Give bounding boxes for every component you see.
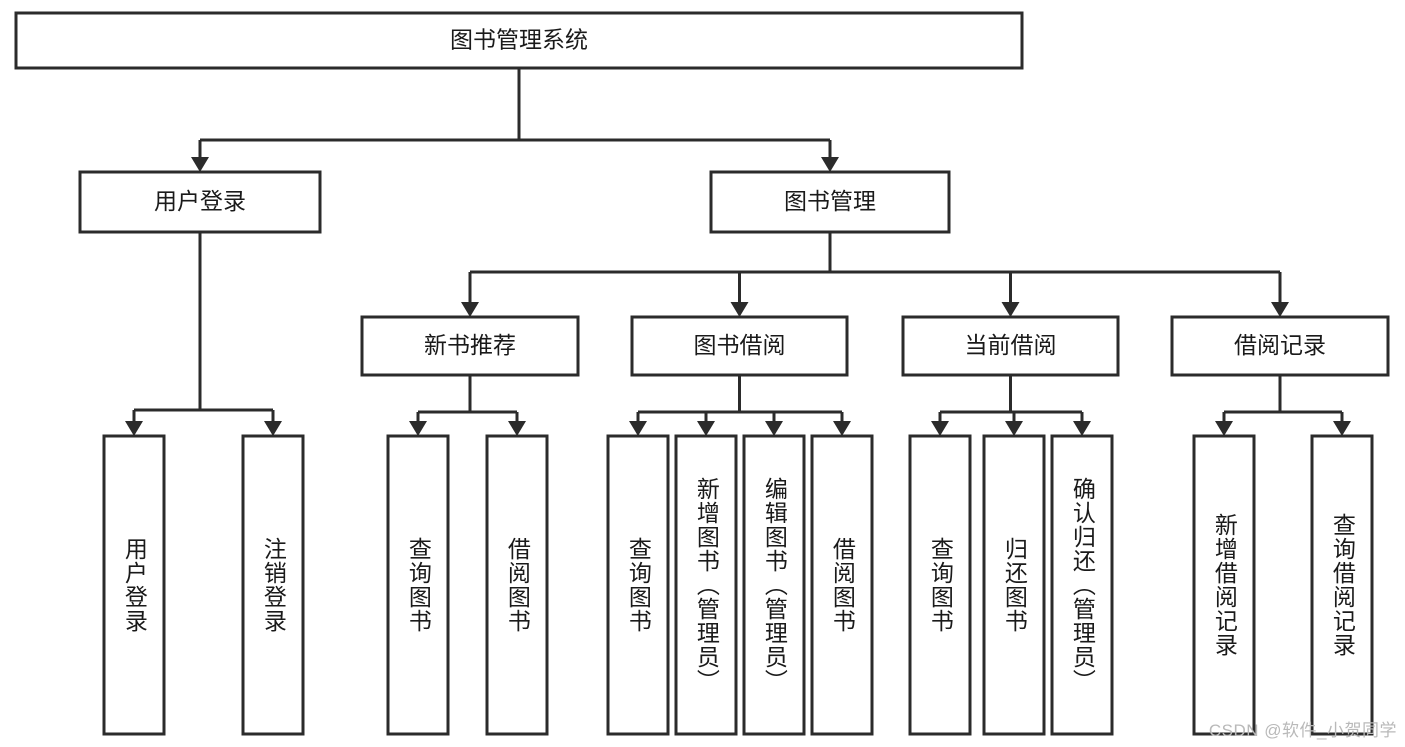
node-leaf-borrow-book-rec[interactable] bbox=[485, 434, 549, 736]
node-book-borrow[interactable]: 图书借阅 bbox=[630, 315, 849, 377]
node-box-leaf-borrow-book[interactable] bbox=[810, 434, 874, 736]
node-box-book-management[interactable] bbox=[709, 170, 951, 234]
node-leaf-add-record[interactable] bbox=[1192, 434, 1256, 736]
node-leaf-logout[interactable] bbox=[241, 434, 305, 736]
node-box-new-book-recommend[interactable] bbox=[360, 315, 580, 377]
node-leaf-query-book-borrow[interactable] bbox=[606, 434, 670, 736]
arrow-head-leaf-query-record bbox=[1333, 421, 1351, 436]
node-user-login[interactable]: 用户登录 bbox=[78, 170, 322, 234]
node-box-leaf-query-book-current[interactable] bbox=[908, 434, 972, 736]
arrow-head-new-book-recommend bbox=[461, 302, 479, 317]
node-leaf-query-record[interactable] bbox=[1310, 434, 1374, 736]
node-box-leaf-confirm-return-admin[interactable] bbox=[1050, 434, 1114, 736]
node-leaf-query-book-rec[interactable] bbox=[386, 434, 450, 736]
node-label-user-login: 用户登录 bbox=[154, 188, 246, 214]
arrow-head-leaf-query-book-borrow bbox=[629, 421, 647, 436]
node-leaf-confirm-return-admin[interactable] bbox=[1050, 434, 1114, 736]
arrow-head-leaf-logout bbox=[264, 421, 282, 436]
node-box-user-login[interactable] bbox=[78, 170, 322, 234]
node-box-current-borrow[interactable] bbox=[901, 315, 1120, 377]
node-box-book-borrow[interactable] bbox=[630, 315, 849, 377]
node-box-leaf-edit-book-admin[interactable] bbox=[742, 434, 806, 736]
node-leaf-edit-book-admin[interactable] bbox=[742, 434, 806, 736]
node-label-system-root: 图书管理系统 bbox=[450, 27, 588, 53]
node-leaf-query-book-current[interactable] bbox=[908, 434, 972, 736]
node-label-current-borrow: 当前借阅 bbox=[965, 332, 1057, 358]
arrow-head-leaf-add-record bbox=[1215, 421, 1233, 436]
node-book-management[interactable]: 图书管理 bbox=[709, 170, 951, 234]
arrow-head-leaf-borrow-book-rec bbox=[508, 421, 526, 436]
node-leaf-user-login[interactable] bbox=[102, 434, 166, 736]
arrow-head-leaf-user-login bbox=[125, 421, 143, 436]
arrow-head-current-borrow bbox=[1001, 302, 1020, 317]
node-label-book-borrow: 图书借阅 bbox=[694, 332, 786, 358]
arrow-head-book-management bbox=[821, 157, 839, 172]
node-new-book-recommend[interactable]: 新书推荐 bbox=[360, 315, 580, 377]
node-box-leaf-query-book-rec[interactable] bbox=[386, 434, 450, 736]
node-leaf-borrow-book[interactable] bbox=[810, 434, 874, 736]
arrow-head-leaf-borrow-book bbox=[833, 421, 851, 436]
node-label-new-book-recommend: 新书推荐 bbox=[424, 332, 516, 358]
node-box-leaf-add-book-admin[interactable] bbox=[674, 434, 738, 736]
arrow-head-borrow-record bbox=[1271, 302, 1289, 317]
arrow-head-book-borrow bbox=[730, 302, 749, 317]
node-label-book-management: 图书管理 bbox=[784, 188, 876, 214]
arrow-head-leaf-add-book-admin bbox=[697, 421, 715, 436]
node-leaf-add-book-admin[interactable] bbox=[674, 434, 738, 736]
arrow-head-leaf-edit-book-admin bbox=[765, 421, 783, 436]
arrow-head-leaf-confirm-return-admin bbox=[1073, 421, 1091, 436]
node-box-leaf-user-login[interactable] bbox=[102, 434, 166, 736]
arrow-head-leaf-query-book-rec bbox=[409, 421, 427, 436]
node-box-leaf-query-book-borrow[interactable] bbox=[606, 434, 670, 736]
node-box-leaf-return-book[interactable] bbox=[982, 434, 1046, 736]
node-box-leaf-borrow-book-rec[interactable] bbox=[485, 434, 549, 736]
arrow-head-leaf-return-book bbox=[1005, 421, 1023, 436]
node-label-borrow-record: 借阅记录 bbox=[1234, 332, 1326, 358]
node-box-leaf-query-record[interactable] bbox=[1310, 434, 1374, 736]
node-leaf-return-book[interactable] bbox=[982, 434, 1046, 736]
node-box-borrow-record[interactable] bbox=[1170, 315, 1390, 377]
connector-layer bbox=[125, 68, 1351, 436]
node-box-system-root[interactable] bbox=[14, 11, 1024, 70]
node-system-root[interactable]: 图书管理系统 bbox=[14, 11, 1024, 70]
arrow-head-user-login bbox=[191, 157, 209, 172]
node-box-leaf-add-record[interactable] bbox=[1192, 434, 1256, 736]
node-box-leaf-logout[interactable] bbox=[241, 434, 305, 736]
node-borrow-record[interactable]: 借阅记录 bbox=[1170, 315, 1390, 377]
node-current-borrow[interactable]: 当前借阅 bbox=[901, 315, 1120, 377]
arrow-head-leaf-query-book-current bbox=[931, 421, 949, 436]
